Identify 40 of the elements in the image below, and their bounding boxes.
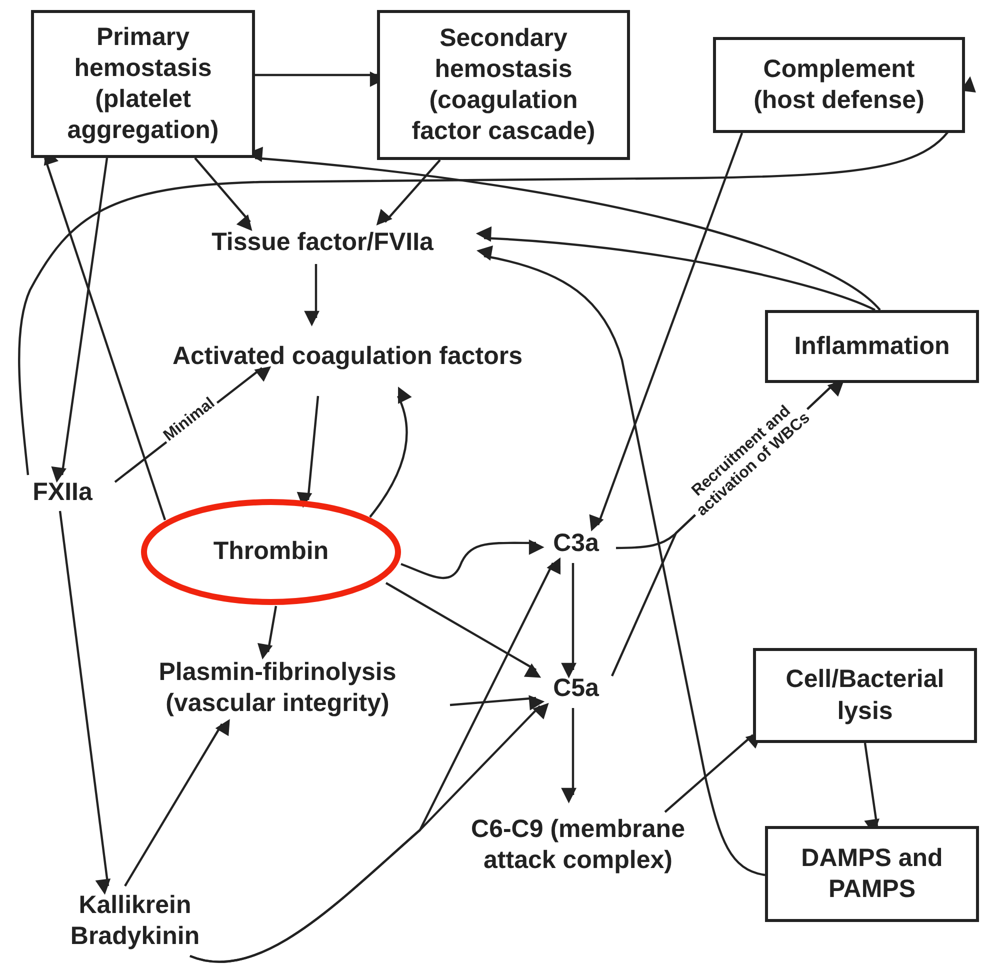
box-label: Primary hemostasis (platelet aggregation) [66,22,220,146]
arrow [194,157,252,232]
arrow [124,719,230,887]
node-label: C5a [536,670,616,708]
arrow [476,246,766,876]
node-label: Tissue factor/FVIIa [160,222,485,264]
process-box [713,37,965,133]
box-label: DAMPS and PAMPS [800,842,944,905]
node-label: Plasmin-fibrinolysis (vascular integrity) [105,652,450,724]
arrow [304,264,320,326]
arrow [385,582,542,678]
box-label: Secondary hemostasis (coagulation factor cascade) [410,22,596,148]
arrow [296,396,320,508]
node-label: Thrombin [213,536,329,568]
arrow [58,510,111,895]
arrow [561,708,576,804]
node-label: FXIIa [10,475,115,511]
arrow [561,563,576,678]
arrow [18,76,976,476]
arrow [476,226,876,311]
process-box [377,10,630,160]
process-box [765,826,979,922]
node-label: Kallikrein Bradykinin [40,886,230,956]
node-label: Activated coagulation factors [160,318,535,396]
box-label: Inflammation [794,330,950,362]
arrow [589,132,744,532]
node-label: C6-C9 (membrane attack complex) [468,795,688,895]
arrow [369,386,412,518]
node-label: C3a [536,525,616,563]
arrow [51,158,108,483]
arrow [450,695,545,710]
process-box [753,648,977,743]
arrow [257,606,278,660]
arrow [400,539,544,579]
arrow [190,702,549,963]
arrow [376,159,441,226]
process-box [31,10,255,158]
box-label: Complement (host defense) [752,54,926,116]
box-label: Cell/Bacterial lysis [784,664,946,726]
process-box [765,310,979,383]
